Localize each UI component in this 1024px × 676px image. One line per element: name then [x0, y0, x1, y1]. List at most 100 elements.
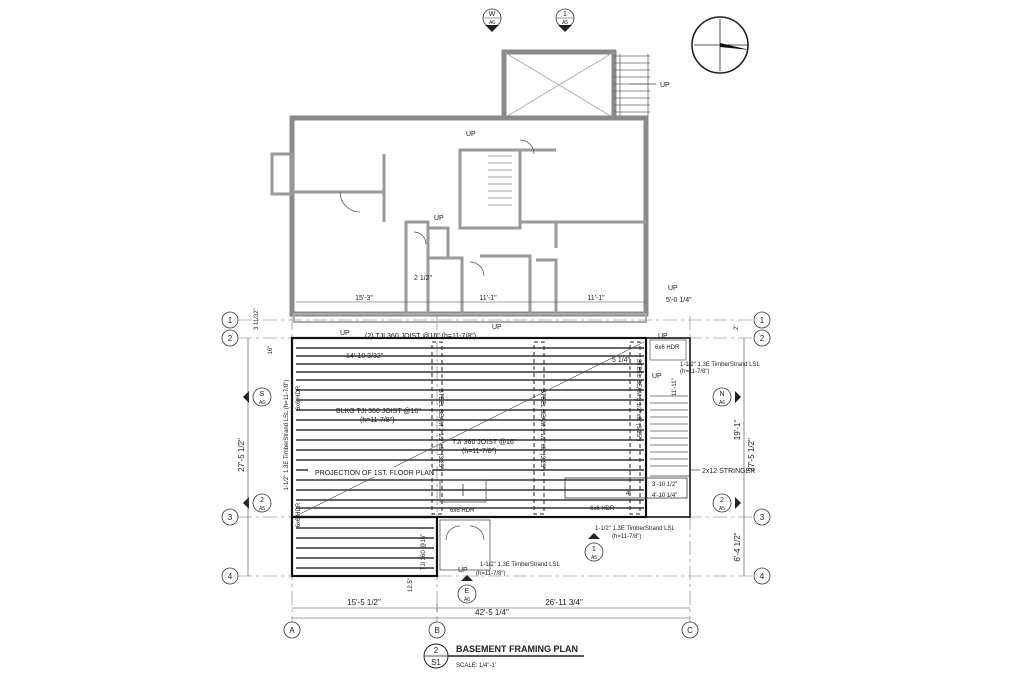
svg-text:A: A: [289, 626, 295, 635]
section-mark-1-top: 1 A5: [555, 8, 575, 32]
grid-bubble-row-4-right: 4: [753, 567, 771, 585]
svg-text:26'-11 3/4": 26'-11 3/4": [545, 598, 583, 607]
steel-beam-label-2: STEEL BEAM 3 1/2"x8" (3.25"): [539, 389, 545, 472]
basement-stair: UP UP 6x6 HDR 3'-10 1/2" 4'-10 1/4" 4': [564, 333, 690, 499]
grid-bubble-col-a: A: [283, 621, 301, 639]
tji-top-label: (2) TJI 360 JOIST @16" (h=11-7/8"): [365, 333, 476, 340]
svg-text:UP: UP: [492, 324, 502, 331]
svg-text:1: 1: [563, 11, 567, 18]
lsl-br-label: 1-1/2" 1.3E TimberStrand LSL: [595, 526, 676, 532]
svg-text:3 11/32": 3 11/32": [254, 308, 260, 330]
svg-text:3'-10 1/2": 3'-10 1/2": [652, 482, 677, 488]
svg-text:1: 1: [228, 316, 233, 325]
section-mark-1-mid: 1 A5: [584, 533, 604, 562]
svg-text:A6: A6: [259, 400, 265, 406]
svg-text:6x6 HDR: 6x6 HDR: [590, 506, 615, 512]
svg-text:27'-5 1/2": 27'-5 1/2": [747, 438, 756, 472]
svg-text:(h=11-7/8"): (h=11-7/8"): [476, 571, 506, 577]
svg-text:2': 2': [734, 326, 740, 330]
dim-14-label: 14'-10 3/32": [346, 353, 384, 360]
svg-text:S: S: [260, 391, 265, 398]
svg-text:6'-4 1/2": 6'-4 1/2": [733, 532, 742, 561]
svg-text:A6: A6: [719, 400, 725, 406]
svg-text:A5: A5: [591, 555, 597, 561]
drawing-title: BASEMENT FRAMING PLAN: [456, 644, 578, 654]
svg-text:W: W: [489, 11, 496, 18]
projection-label: PROJECTION OF 1ST. FLOOR PLAN: [315, 470, 434, 477]
svg-text:(h=11-7/8"): (h=11-7/8"): [612, 534, 642, 540]
svg-text:4: 4: [760, 572, 765, 581]
grid-bubble-row-2-left: 2: [221, 329, 239, 347]
svg-text:UP: UP: [668, 285, 678, 292]
svg-text:12.5": 12.5": [408, 578, 414, 592]
svg-text:A5: A5: [259, 506, 265, 512]
svg-text:E: E: [465, 588, 470, 595]
section-mark-s: S A6: [243, 387, 272, 407]
grid-bubble-col-c: C: [681, 621, 699, 639]
floor-joists: [296, 347, 644, 509]
lsl-tr-label: 1-1/2" 1.3E TimberStrand LSL: [680, 362, 761, 368]
section-mark-e: E A6: [457, 575, 477, 604]
hdr-left-label: 6x6 HDR: [296, 385, 302, 410]
svg-text:1: 1: [592, 546, 596, 553]
svg-text:16": 16": [268, 346, 274, 355]
grid-bubble-row-3-right: 3: [753, 508, 771, 526]
svg-text:15'-3": 15'-3": [355, 295, 373, 302]
grid-bubble-row-2-right: 2: [753, 329, 771, 347]
svg-text:3: 3: [228, 513, 233, 522]
svg-text:2: 2: [720, 497, 724, 504]
svg-text:UP: UP: [660, 82, 670, 89]
grid-bubble-row-4-left: 4: [221, 567, 239, 585]
grid-bubble-row-1-right: 1: [753, 311, 771, 329]
svg-text:11'-1": 11'-1": [479, 295, 497, 302]
svg-text:UP: UP: [466, 131, 476, 138]
drawing-title-block: 2 S1 BASEMENT FRAMING PLAN SCALE: 1/4"-1…: [423, 643, 584, 669]
svg-text:B: B: [434, 626, 439, 635]
section-mark-w: W A6: [482, 8, 502, 32]
grid-bubble-row-1-left: 1: [221, 311, 239, 329]
svg-text:UP: UP: [458, 567, 468, 574]
drawing-scale: SCALE: 1/4"-1': [456, 663, 496, 669]
steel-beams: STEEL BEAM 3 1/2"x8" (3.25") STEEL BEAM …: [431, 341, 641, 515]
stringer-label: 2x12 STRINGER: [702, 468, 755, 475]
basement-framing-outline: [290, 313, 691, 578]
svg-text:TJI 360 @16": TJI 360 @16": [421, 534, 427, 571]
svg-text:3: 3: [760, 513, 765, 522]
section-mark-n: N A6: [712, 387, 741, 407]
lsl-bot-label: 1-1/2" 1.3E TimberStrand LSL: [480, 562, 561, 568]
svg-text:UP: UP: [340, 330, 350, 337]
svg-text:5'-0 1/4": 5'-0 1/4": [666, 297, 692, 304]
side-dimensions: 27'-5 1/2" 16" 19'-1" 27'-5 1/2" 6'-4 1/…: [237, 338, 756, 576]
svg-text:6x6 HDR: 6x6 HDR: [296, 502, 302, 527]
svg-text:(h=11-7/8"): (h=11-7/8"): [360, 417, 394, 424]
svg-text:4': 4': [626, 491, 630, 497]
bottom-dimensions: 15'-5 1/2" 26'-11 3/4" 42'-5 1/4": [292, 598, 690, 619]
svg-text:11'-11": 11'-11": [672, 378, 678, 396]
north-arrow-icon: [691, 16, 750, 74]
svg-text:A6: A6: [464, 597, 470, 603]
svg-text:11'-1": 11'-1": [587, 295, 605, 302]
svg-text:2 1/2": 2 1/2": [414, 275, 433, 282]
svg-text:4: 4: [228, 572, 233, 581]
tji-mid-label: TJI 360 JOIST @16": [452, 439, 517, 446]
drawing-number: 2: [434, 646, 439, 655]
svg-text:1: 1: [760, 316, 765, 325]
svg-text:UP: UP: [658, 333, 668, 340]
svg-text:27'-5 1/2": 27'-5 1/2": [237, 438, 246, 472]
upper-floor-plan: UP UP UP UP: [270, 49, 678, 317]
svg-text:6x6 HDR: 6x6 HDR: [450, 508, 475, 514]
lsl-left-label: 1-1/2" 1.3E TimberStrand LSL (h=11-7/8"): [284, 380, 290, 491]
svg-text:2: 2: [228, 334, 233, 343]
svg-text:5 1/4": 5 1/4": [612, 357, 631, 364]
svg-text:6x6 HDR: 6x6 HDR: [655, 345, 680, 351]
svg-text:N: N: [719, 391, 724, 398]
blkg-label: BLKG TJI 360 JOIST @16": [336, 408, 421, 415]
steel-beam-label-1: STEEL BEAM 3 1/2"x8" (3.25"): [437, 389, 443, 472]
framing-labels: UP UP (2) TJI 360 JOIST @16" (h=11-7/8")…: [284, 324, 761, 592]
svg-text:19'-1": 19'-1": [733, 420, 742, 441]
svg-text:C: C: [687, 626, 693, 635]
upper-dimensions: 15'-3" 11'-1" 11'-1" 5'-0 1/4" 2 1/2" 3 …: [254, 275, 692, 330]
svg-text:4'-10 1/4": 4'-10 1/4": [652, 493, 677, 499]
svg-text:15'-5 1/2": 15'-5 1/2": [347, 598, 381, 607]
